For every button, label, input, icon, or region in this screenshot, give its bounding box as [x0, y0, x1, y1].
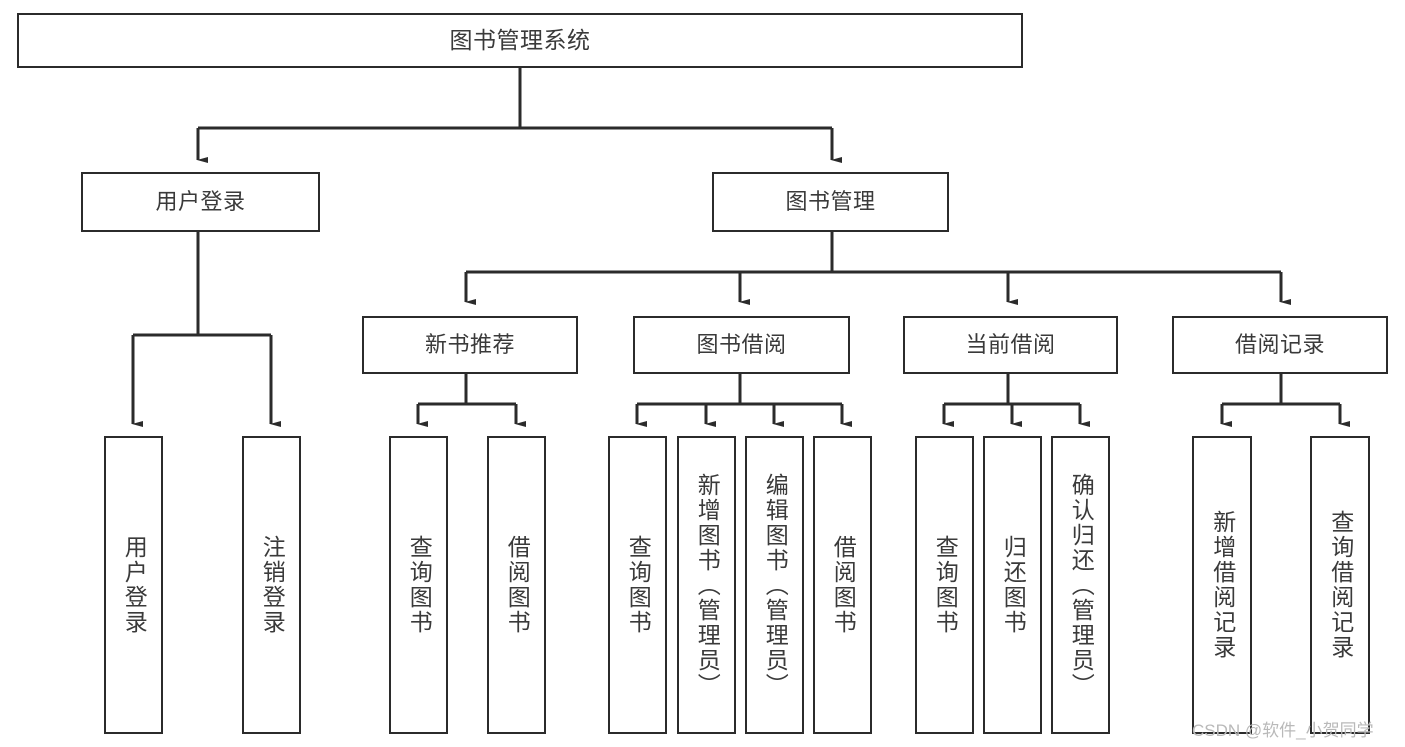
node-leaf-confirm-return-admin[interactable]: 确认归还（管理员）	[1051, 436, 1110, 734]
node-leaf-confirm-return-admin-label: 确认归还（管理员）	[1068, 472, 1095, 698]
node-leaf-logout-label: 注销登录	[259, 535, 286, 635]
node-leaf-add-book-admin-label: 新增图书（管理员）	[694, 472, 721, 698]
node-leaf-user-login[interactable]: 用户登录	[104, 436, 163, 734]
node-leaf-edit-book-admin-label: 编辑图书（管理员）	[762, 472, 789, 698]
node-leaf-borrow-book[interactable]: 借阅图书	[813, 436, 872, 734]
node-current-borrow-label: 当前借阅	[965, 332, 1056, 358]
node-leaf-query-book-current-label: 查询图书	[932, 535, 959, 635]
node-leaf-borrow-book-recommend[interactable]: 借阅图书	[487, 436, 546, 734]
node-leaf-borrow-book-label: 借阅图书	[830, 535, 857, 635]
node-new-book-recommend-label: 新书推荐	[424, 332, 515, 358]
node-root-book-management-system[interactable]: 图书管理系统	[17, 13, 1023, 68]
node-leaf-query-book-current[interactable]: 查询图书	[915, 436, 974, 734]
node-leaf-return-book-label: 归还图书	[1000, 535, 1027, 635]
node-leaf-query-book-borrow[interactable]: 查询图书	[608, 436, 667, 734]
node-book-borrow[interactable]: 图书借阅	[633, 316, 850, 374]
node-leaf-query-borrow-record-label: 查询借阅记录	[1327, 510, 1354, 660]
node-root-label: 图书管理系统	[449, 27, 591, 54]
node-leaf-query-book-recommend[interactable]: 查询图书	[389, 436, 448, 734]
node-book-management-label: 图书管理	[785, 189, 876, 215]
node-borrow-record-label: 借阅记录	[1234, 332, 1325, 358]
node-user-login-label: 用户登录	[155, 189, 246, 215]
node-leaf-query-book-recommend-label: 查询图书	[406, 535, 433, 635]
node-leaf-logout[interactable]: 注销登录	[242, 436, 301, 734]
node-book-management[interactable]: 图书管理	[712, 172, 949, 232]
node-leaf-return-book[interactable]: 归还图书	[983, 436, 1042, 734]
node-current-borrow[interactable]: 当前借阅	[903, 316, 1118, 374]
node-leaf-user-login-label: 用户登录	[121, 535, 148, 635]
node-leaf-add-borrow-record-label: 新增借阅记录	[1209, 510, 1236, 660]
node-leaf-edit-book-admin[interactable]: 编辑图书（管理员）	[745, 436, 804, 734]
node-leaf-add-borrow-record[interactable]: 新增借阅记录	[1192, 436, 1252, 734]
node-new-book-recommend[interactable]: 新书推荐	[362, 316, 578, 374]
node-leaf-add-book-admin[interactable]: 新增图书（管理员）	[677, 436, 736, 734]
node-leaf-query-book-borrow-label: 查询图书	[625, 535, 652, 635]
node-borrow-record[interactable]: 借阅记录	[1172, 316, 1388, 374]
node-leaf-query-borrow-record[interactable]: 查询借阅记录	[1310, 436, 1370, 734]
node-book-borrow-label: 图书借阅	[696, 332, 787, 358]
node-leaf-borrow-book-recommend-label: 借阅图书	[504, 535, 531, 635]
node-user-login[interactable]: 用户登录	[81, 172, 320, 232]
